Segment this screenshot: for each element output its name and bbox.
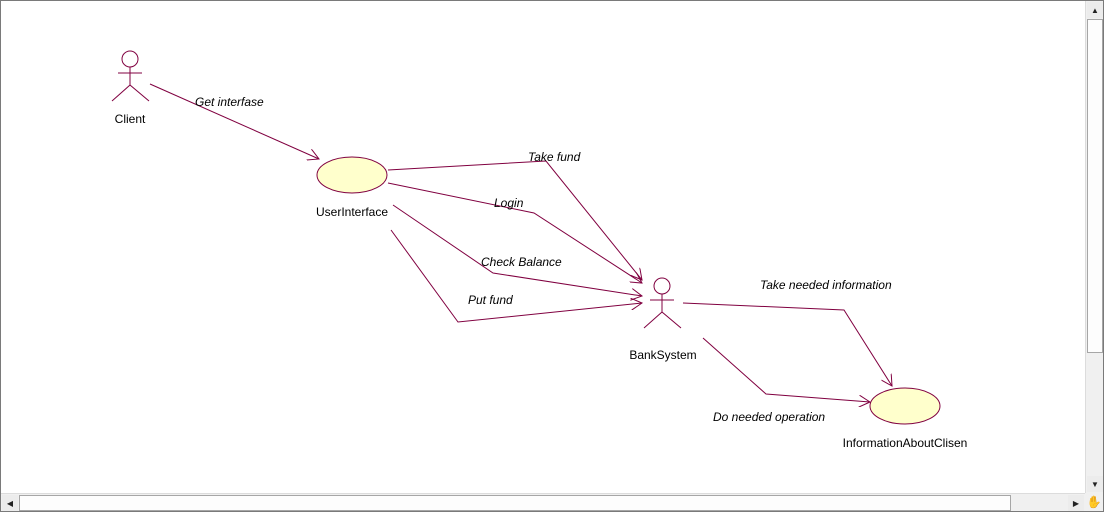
link-get-interfase[interactable] [149,83,319,159]
link-take-needed-information[interactable] [682,302,892,386]
horizontal-scrollbar[interactable]: ◀ ▶ [1,493,1085,511]
link-put-fund[interactable] [390,229,642,323]
usecase-information[interactable]: InformationAboutClisen [843,387,968,450]
label-take-needed-information: Take needed information [760,278,892,292]
arrow-left-icon[interactable]: ◀ [2,495,18,511]
usecase-information-label: InformationAboutClisen [843,436,968,450]
hand-grip-icon[interactable]: ✋ [1085,493,1103,511]
vertical-scroll-thumb[interactable] [1087,19,1103,353]
usecase-user-interface-label: UserInterface [316,205,388,219]
actor-client-label: Client [115,112,146,126]
label-put-fund: Put fund [468,293,513,307]
link-login[interactable] [387,182,642,283]
link-do-needed-operation[interactable] [702,337,870,402]
actor-bank-system-label: BankSystem [629,348,696,362]
link-check-balance[interactable] [392,204,642,296]
actor-bank-system[interactable]: BankSystem [629,277,697,362]
label-login: Login [494,196,524,210]
label-take-fund: Take fund [528,150,581,164]
usecase-user-interface[interactable]: UserInterface [316,156,388,219]
horizontal-scroll-thumb[interactable] [19,495,1011,511]
label-check-balance: Check Balance [481,255,562,269]
actor-client[interactable]: Client [111,50,150,126]
vertical-scrollbar[interactable]: ▲ ▼ [1085,1,1103,493]
label-get-interfase: Get interfase [195,95,264,109]
arrow-right-icon[interactable]: ▶ [1068,495,1084,511]
link-take-fund[interactable] [387,160,642,280]
label-do-needed-operation: Do needed operation [713,410,825,424]
diagram-canvas[interactable]: Client BankSystem UserInterface Informat… [1,1,1085,493]
arrow-up-icon[interactable]: ▲ [1087,2,1103,18]
arrow-down-icon[interactable]: ▼ [1087,476,1103,492]
use-case-diagram: Client BankSystem UserInterface Informat… [111,50,968,450]
